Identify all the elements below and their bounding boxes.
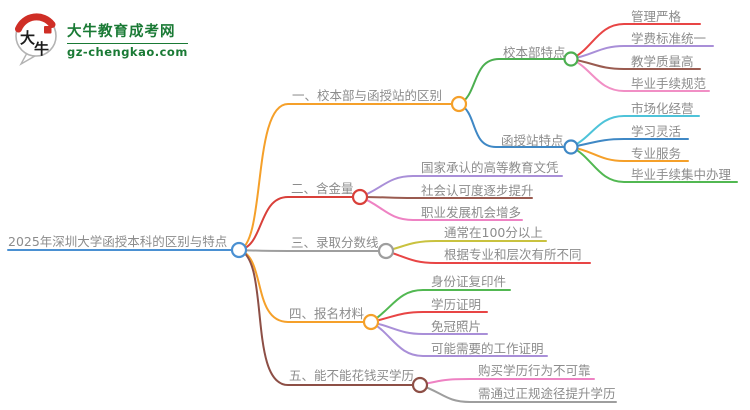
node-label-branch-1[interactable]: 一、校本部与函授站的区别 (292, 88, 443, 103)
node-label-station-leaf-2[interactable]: 学习灵活 (631, 124, 682, 139)
node-handle-branch-3[interactable] (377, 242, 395, 260)
node-handle-branch-4[interactable] (362, 313, 380, 331)
node-handle-station-group[interactable] (563, 139, 579, 155)
node-label-branch3-leaf-1[interactable]: 通常在100分以上 (444, 225, 543, 240)
node-label-branch2-leaf-3[interactable]: 职业发展机会增多 (421, 205, 522, 220)
node-label-branch-4[interactable]: 四、报名材料 (289, 306, 365, 321)
node-label-station-leaf-1[interactable]: 市场化经营 (631, 101, 694, 116)
logo-bubble-char-2: 牛 (34, 40, 49, 58)
logo-bubble-char-1: 大 (20, 29, 35, 47)
node-label-campus-group[interactable]: 校本部特点 (503, 45, 566, 60)
edge-branch5-leaf-1 (419, 378, 595, 386)
node-label-branch3-leaf-2[interactable]: 根据专业和层次有所不同 (444, 247, 582, 262)
node-label-branch-2[interactable]: 二、含金量 (291, 181, 354, 196)
node-label-branch4-leaf-2[interactable]: 学历证明 (431, 297, 482, 312)
edge-root-to-branch-1 (238, 103, 460, 251)
node-label-branch4-leaf-3[interactable]: 免冠照片 (431, 319, 482, 334)
node-handle-root[interactable] (230, 241, 248, 259)
node-label-branch2-leaf-2[interactable]: 社会认可度逐步提升 (421, 183, 534, 198)
ox-mascot-speech-bubble-icon: 大 牛 (15, 13, 57, 66)
node-label-root[interactable]: 2025年深圳大学函授本科的区别与特点 (8, 234, 228, 249)
node-handle-branch-1[interactable] (450, 95, 468, 113)
node-label-station-group[interactable]: 函授站特点 (501, 133, 564, 148)
site-logo[interactable]: 大 牛 大牛教育成考网 gz-chengkao.com (13, 13, 188, 66)
node-label-campus-leaf-2[interactable]: 学费标准统一 (631, 31, 707, 46)
node-label-branch5-leaf-2[interactable]: 需通过正规途径提升学历 (478, 386, 616, 401)
node-label-campus-leaf-3[interactable]: 教学质量高 (631, 54, 694, 69)
node-label-branch5-leaf-1[interactable]: 购买学历行为不可靠 (478, 363, 591, 378)
edge-root-to-branch-5 (238, 249, 421, 386)
edge-branch1-to-campus-group (458, 58, 572, 105)
node-label-branch4-leaf-4[interactable]: 可能需要的工作证明 (431, 341, 544, 356)
node-label-branch2-leaf-1[interactable]: 国家承认的高等教育文凭 (421, 160, 559, 175)
logo-red-hat-arc (15, 13, 56, 33)
logo-red-seal (44, 26, 52, 34)
node-label-campus-leaf-1[interactable]: 管理严格 (631, 9, 682, 24)
edge-root-to-branch-3 (238, 249, 387, 252)
node-label-station-leaf-3[interactable]: 专业服务 (631, 146, 682, 161)
site-name: 大牛教育成考网 (67, 24, 176, 40)
node-label-station-leaf-4[interactable]: 毕业手续集中办理 (631, 167, 732, 182)
site-url: gz-chengkao.com (67, 43, 188, 59)
edge-root-to-branch-2 (238, 196, 361, 251)
node-label-campus-leaf-4[interactable]: 毕业手续规范 (631, 76, 707, 91)
node-handle-branch-5[interactable] (411, 376, 429, 394)
node-handle-branch-2[interactable] (351, 188, 369, 206)
node-label-branch-3[interactable]: 三、录取分数线 (291, 235, 379, 250)
node-label-branch-5[interactable]: 五、能不能花钱买学历 (289, 368, 415, 383)
node-handle-campus-group[interactable] (563, 51, 579, 67)
node-label-branch4-leaf-1[interactable]: 身份证复印件 (431, 274, 507, 289)
